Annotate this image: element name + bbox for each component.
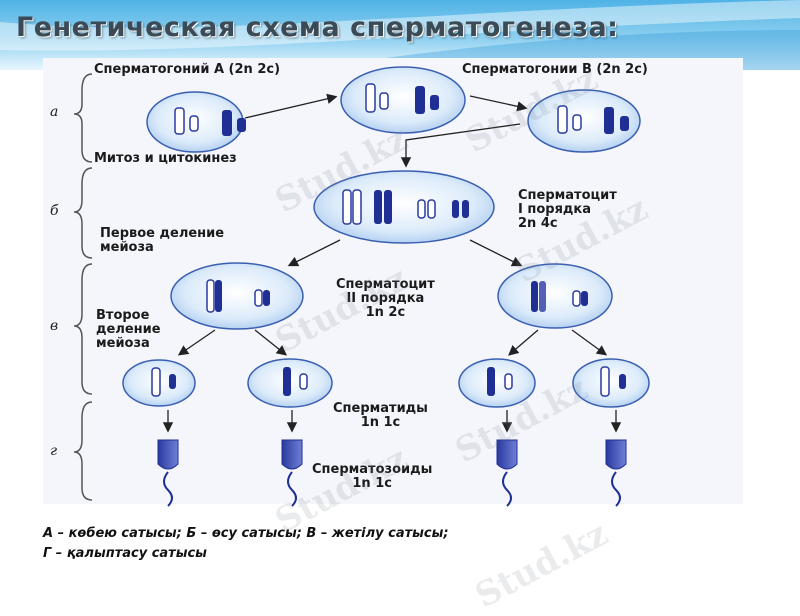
cell-spermatocyte-2-left: [170, 262, 304, 330]
cell-spermatid-4: [572, 358, 650, 408]
cell-spermatogonium-b: [527, 89, 641, 153]
spermatogenesis-diagram: [73, 66, 650, 507]
label-mitosis: Митоз и цитокинез: [94, 151, 237, 166]
stage-letter-g: г: [50, 443, 58, 459]
brace-v: [73, 263, 93, 395]
label-spermatogonium-a: Сперматогоний А (2n 2c): [94, 62, 281, 77]
arrow-a-to-a2: [244, 93, 338, 119]
caption-line-1: А – көбею сатысы; Б – өсу сатысы; В – же…: [43, 526, 449, 541]
label-spermatocyte-1: Сперматоцит I порядка 2n 4c: [518, 188, 617, 231]
spermatozoon-4: [605, 439, 627, 507]
arrow-left-to-t1: [177, 329, 216, 356]
cell-spermatid-2: [247, 358, 333, 408]
label-spermatids: Сперматиды 1n 1c: [333, 401, 428, 430]
arrow-right-to-t4: [571, 329, 608, 356]
arrow-a2-to-b: [469, 95, 528, 112]
brace-g: [73, 401, 93, 501]
cell-spermatogonium-a-2: [340, 66, 466, 134]
cell-spermatid-1: [122, 359, 196, 407]
stage-braces: [73, 73, 93, 501]
caption-line-2: Г – қалыптасу сатысы: [43, 546, 207, 561]
label-spermatogonia-b: Сперматогонии В (2n 2c): [462, 62, 648, 77]
stage-letter-a: а: [50, 104, 59, 120]
arrow-right-to-t3: [508, 329, 539, 356]
label-meiosis-1: Первое деление мейоза: [100, 226, 225, 255]
stage-letter-v: в: [50, 318, 59, 334]
spermatozoon-2: [281, 439, 303, 507]
arrows: [162, 93, 622, 433]
stage-letter-b: б: [50, 203, 59, 219]
caption: А – көбею сатысы; Б – өсу сатысы; В – же…: [43, 524, 449, 564]
spermatozoon-3: [496, 439, 518, 507]
cell-spermatocyte-2-right: [497, 263, 613, 329]
arrow-sp1-left: [287, 239, 341, 267]
cell-spermatocyte-1: [313, 170, 495, 244]
label-meiosis-2: Второе деление мейоза: [96, 308, 161, 351]
label-spermatozoa: Сперматозоиды 1n 1c: [312, 462, 433, 491]
spermatozoon-1: [157, 439, 179, 507]
arrow-left-to-t2: [254, 329, 288, 356]
brace-a: [73, 73, 93, 163]
cell-spermatogonium-a: [146, 91, 246, 153]
arrow-to-spermatocyte-1: [400, 123, 521, 168]
label-spermatocyte-2: Сперматоцит II порядка 1n 2c: [336, 277, 435, 320]
page-title: Генетическая схема сперматогенеза:: [16, 12, 619, 43]
arrow-sp1-right: [469, 239, 523, 267]
cell-spermatid-3: [458, 358, 536, 408]
brace-b: [73, 167, 93, 259]
